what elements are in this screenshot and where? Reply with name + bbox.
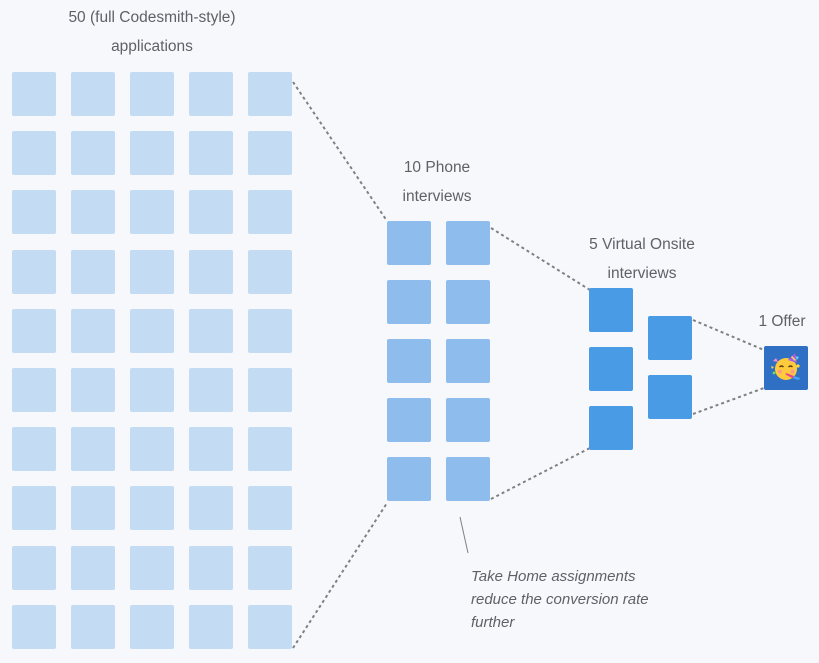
application-square [71, 190, 115, 235]
application-square [130, 545, 174, 590]
phone-interview-square [446, 339, 490, 383]
phone-interviews-label: 10 Phone interviews [362, 153, 512, 211]
application-square [12, 367, 56, 412]
application-square [71, 308, 115, 353]
application-square [189, 545, 233, 590]
application-square [71, 427, 115, 472]
application-square [71, 486, 115, 531]
phone-interview-square [446, 280, 490, 324]
offer-square [764, 346, 808, 390]
application-square [130, 604, 174, 649]
applications-label: 50 (full Codesmith-style) applications [32, 3, 272, 61]
application-square [12, 604, 56, 649]
phone-interviews-grid [387, 221, 490, 501]
application-square [189, 249, 233, 294]
application-square [189, 72, 233, 116]
application-square [12, 545, 56, 590]
applications-label-line-1: 50 (full Codesmith-style) [68, 9, 236, 26]
application-square [12, 308, 56, 353]
onsite-interview-square [589, 347, 633, 391]
annotation-line-2: reduce the conversion rate [471, 591, 649, 608]
phone-interview-square [446, 457, 490, 501]
take-home-annotation: Take Home assignments reduce the convers… [471, 565, 691, 634]
phone-label-line-1: 10 Phone [403, 159, 471, 176]
application-square [248, 249, 292, 294]
application-square [130, 308, 174, 353]
annotation-line-3: further [471, 614, 515, 631]
application-square [130, 190, 174, 235]
application-square [130, 367, 174, 412]
application-square [71, 367, 115, 412]
application-square [248, 367, 292, 412]
application-square [248, 308, 292, 353]
application-square [12, 131, 56, 176]
apps-phone-bottom-connector [292, 502, 388, 649]
application-square [189, 367, 233, 412]
onsite-interviews-label: 5 Virtual Onsite interviews [567, 230, 717, 288]
application-square [248, 190, 292, 235]
annotation-pointer-line [459, 516, 469, 554]
onsite-label-line-1: 5 Virtual Onsite [589, 236, 695, 253]
onsite-interview-square [589, 406, 633, 450]
application-square [248, 131, 292, 176]
application-square [130, 486, 174, 531]
phone-onsite-bottom-connector [490, 447, 591, 500]
phone-interview-square [446, 221, 490, 265]
application-square [71, 604, 115, 649]
application-square [12, 249, 56, 294]
onsite-offer-bottom-connector [692, 387, 765, 415]
onsite-interview-square [648, 316, 692, 360]
application-square [71, 249, 115, 294]
application-square [71, 545, 115, 590]
application-square [189, 604, 233, 649]
applications-label-line-2: applications [111, 38, 193, 55]
application-square [248, 604, 292, 649]
application-square [12, 190, 56, 235]
phone-interview-square [387, 221, 431, 265]
onsite-interview-square [589, 288, 633, 332]
application-square [189, 427, 233, 472]
application-square [189, 486, 233, 531]
application-square [71, 72, 115, 116]
application-square [12, 486, 56, 531]
application-square [189, 308, 233, 353]
application-square [248, 486, 292, 531]
application-square [248, 72, 292, 116]
onsite-interview-square [648, 375, 692, 419]
application-square [248, 545, 292, 590]
application-square [71, 131, 115, 176]
application-square [189, 190, 233, 235]
phone-interview-square [387, 398, 431, 442]
phone-interview-square [387, 339, 431, 383]
annotation-line-1: Take Home assignments [471, 568, 636, 585]
application-square [130, 427, 174, 472]
application-square [189, 131, 233, 176]
partying-face-emoji-icon [771, 353, 800, 380]
application-square [130, 249, 174, 294]
phone-label-line-2: interviews [402, 188, 472, 205]
application-square [12, 72, 56, 116]
application-square [248, 427, 292, 472]
phone-interview-square [387, 280, 431, 324]
onsite-label-line-2: interviews [607, 265, 677, 282]
offer-label: 1 Offer [742, 307, 819, 336]
applications-grid [12, 72, 292, 649]
application-square [12, 427, 56, 472]
phone-interview-square [387, 457, 431, 501]
application-square [130, 131, 174, 176]
offer-label-line-1: 1 Offer [758, 313, 806, 330]
application-square [130, 72, 174, 116]
phone-interview-square [446, 398, 490, 442]
